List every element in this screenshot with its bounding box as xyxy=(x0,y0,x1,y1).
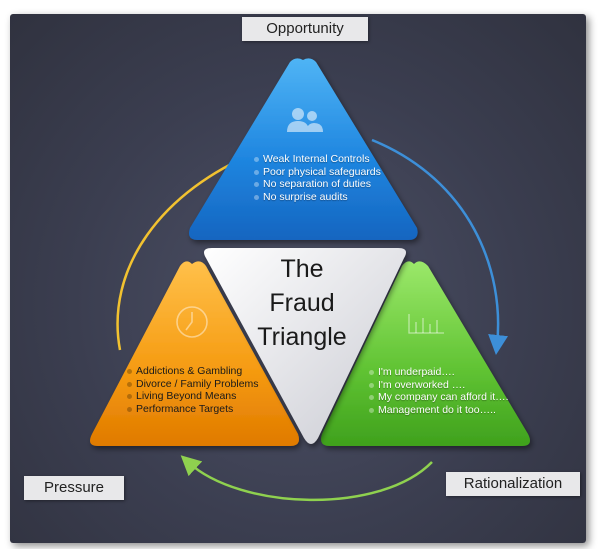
list-item: Performance Targets xyxy=(126,403,259,416)
pressure-triangle xyxy=(90,261,299,446)
list-item: No separation of duties xyxy=(253,178,381,191)
arrow-pressure-to-opportunity xyxy=(116,144,272,351)
list-item: I'm underpaid…. xyxy=(368,366,509,379)
bar-chart-icon xyxy=(408,314,444,334)
center-title-line: The xyxy=(280,255,324,283)
list-item: No surprise audits xyxy=(253,191,381,204)
pressure-list: Addictions & Gambling Divorce / Family P… xyxy=(126,365,259,415)
center-title-line: Fraud xyxy=(269,289,335,317)
arrow-opportunity-to-rationalization xyxy=(371,138,508,355)
opportunity-triangle xyxy=(189,58,418,241)
list-item: Addictions & Gambling xyxy=(126,365,259,378)
clock-icon xyxy=(176,306,208,338)
list-item: My company can afford it…. xyxy=(368,391,509,404)
rationalization-label: Rationalization xyxy=(446,472,580,496)
rationalization-triangle xyxy=(321,261,530,446)
people-icon xyxy=(287,108,323,132)
list-item: I'm overworked …. xyxy=(368,379,509,392)
opportunity-label: Opportunity xyxy=(242,17,368,41)
pressure-label: Pressure xyxy=(24,476,124,500)
center-title: The Fraud Triangle xyxy=(222,252,382,354)
center-title-line: Triangle xyxy=(257,323,347,351)
list-item: Divorce / Family Problems xyxy=(126,378,259,391)
list-item: Poor physical safeguards xyxy=(253,166,381,179)
center-triangle xyxy=(204,248,406,444)
rationalization-list: I'm underpaid…. I'm overworked …. My com… xyxy=(368,366,509,416)
arrow-rationalization-to-pressure xyxy=(180,455,433,502)
list-item: Management do it too….. xyxy=(368,404,509,417)
opportunity-list: Weak Internal Controls Poor physical saf… xyxy=(253,153,381,203)
list-item: Living Beyond Means xyxy=(126,390,259,403)
list-item: Weak Internal Controls xyxy=(253,153,381,166)
